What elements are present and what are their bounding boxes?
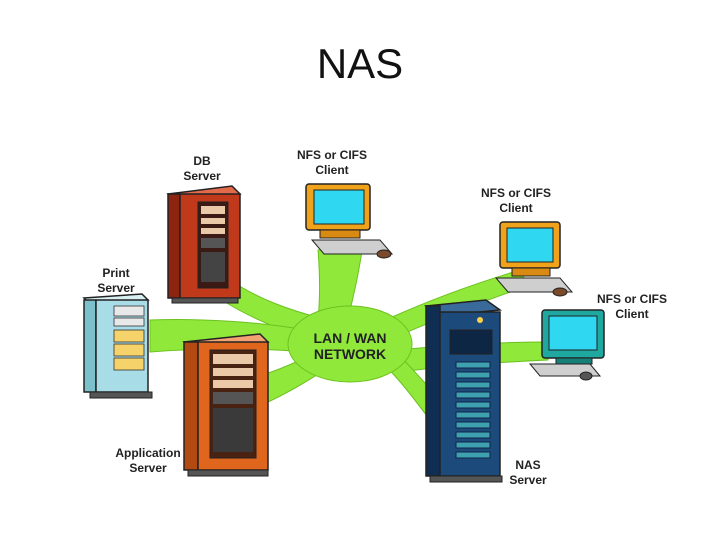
db-server-label-line1: DB (193, 154, 211, 168)
db-server-label-line2: Server (183, 169, 221, 183)
page-title: NAS (316, 40, 404, 87)
nas-label-line2: Server (509, 473, 547, 487)
db-server-rack (166, 185, 242, 304)
db-server-label: DB Server (172, 154, 232, 184)
network-label: LAN / WAN NETWORK (308, 330, 392, 362)
nas-label: NAS Server (496, 458, 560, 488)
client-right-label-line1: NFS or CIFS (596, 292, 667, 306)
print-server-label: Print Server (84, 266, 148, 296)
client-middle-label: NFS or CIFS Client (474, 186, 558, 216)
client-top-label-line2: Client (315, 163, 349, 177)
application-server-label-line1: Application (115, 446, 181, 460)
application-server-label-line2: Server (129, 461, 167, 475)
client-middle-label-line1: NFS or CIFS (480, 186, 551, 200)
client-top-label: NFS or CIFS Client (290, 148, 374, 178)
nas-storage-cabinet (423, 299, 503, 483)
client-right-label-line2: Client (615, 307, 649, 321)
application-server-label: Application Server (104, 446, 192, 476)
client-middle-label-line2: Client (499, 201, 533, 215)
client-computer-right (528, 309, 605, 381)
client-top-label-line1: NFS or CIFS (296, 148, 367, 162)
application-server-rack (182, 333, 270, 477)
print-server-cabinet (82, 293, 153, 399)
client-computer-top (305, 183, 394, 259)
network-label-line2: NETWORK (313, 346, 387, 362)
client-right-label: NFS or CIFS Client (590, 292, 674, 322)
nas-label-line1: NAS (515, 458, 541, 472)
network-hub (287, 305, 413, 383)
print-server-label-line2: Server (97, 281, 135, 295)
client-computer-middle (494, 221, 574, 297)
network-label-line1: LAN / WAN (313, 330, 387, 346)
print-server-label-line1: Print (102, 266, 130, 280)
nas-disk-array (455, 361, 491, 459)
